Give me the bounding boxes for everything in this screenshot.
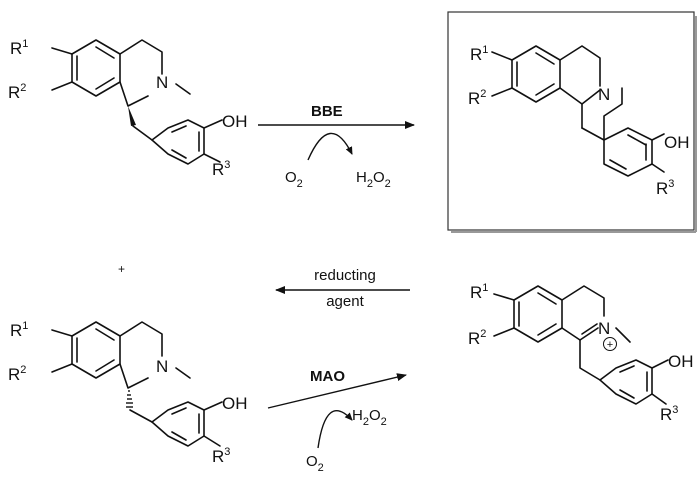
r1-label: R1 [470, 282, 488, 302]
stray-plus-mark: + [118, 262, 125, 276]
molecule-bottom-left: R1 R2 N OH R3 [8, 320, 248, 466]
mao-o2-label: O2 [306, 453, 324, 474]
nitrogen-label: N [156, 357, 168, 376]
molecule-top-left: R1 R2 N OH R3 [8, 38, 248, 179]
r3-label: R3 [660, 404, 678, 424]
bbe-o2-label: O2 [285, 169, 303, 190]
r3-label: R3 [212, 446, 230, 466]
molecule-top-right: R1 R2 N OH R3 [447, 11, 697, 233]
product-frame [447, 11, 695, 231]
r2-label: R2 [468, 328, 486, 348]
bbe-h2o2-label: H2O2 [356, 169, 391, 190]
mao-h2o2-label: H2O2 [352, 407, 387, 428]
reaction-mao: MAO O2 H2O2 [267, 368, 407, 474]
nitrogen-label: N [156, 73, 168, 92]
bbe-enzyme-label: BBE [311, 103, 343, 120]
molecule-bottom-right: R1 R2 N + OH R3 [468, 282, 694, 424]
r2-label: R2 [468, 88, 486, 108]
reaction-bbe: BBE O2 H2O2 [258, 103, 415, 190]
bbe-curved-arrow [307, 132, 353, 161]
mao-curved-arrow [317, 409, 353, 449]
r1-label: R1 [10, 38, 28, 58]
reducing-line1: reducting [314, 267, 376, 284]
skeleton-bottom-right [493, 285, 669, 405]
r1-label: R1 [470, 44, 488, 64]
skeleton-top-left [51, 39, 223, 165]
r2-label: R2 [8, 364, 26, 384]
hydroxyl-label: OH [664, 133, 690, 152]
positive-charge-icon [603, 337, 617, 351]
skeleton-top-right [491, 45, 665, 177]
hydroxyl-label: OH [668, 352, 694, 371]
hydroxyl-label: OH [222, 112, 248, 131]
hashed-wedge [126, 390, 133, 408]
nitrogen-label: N [598, 85, 610, 104]
r1-label: R1 [10, 320, 28, 340]
charge-label: + [607, 339, 613, 351]
r3-label: R3 [212, 159, 230, 179]
reducing-line2: agent [326, 293, 364, 310]
hydroxyl-label: OH [222, 394, 248, 413]
nitrogen-label: N [598, 319, 610, 338]
mao-arrow [267, 373, 407, 409]
skeleton-bottom-left [51, 321, 223, 447]
r2-label: R2 [8, 82, 26, 102]
reaction-reducing: reducting agent [275, 267, 410, 310]
r3-label: R3 [656, 178, 674, 198]
mao-enzyme-label: MAO [310, 368, 345, 385]
